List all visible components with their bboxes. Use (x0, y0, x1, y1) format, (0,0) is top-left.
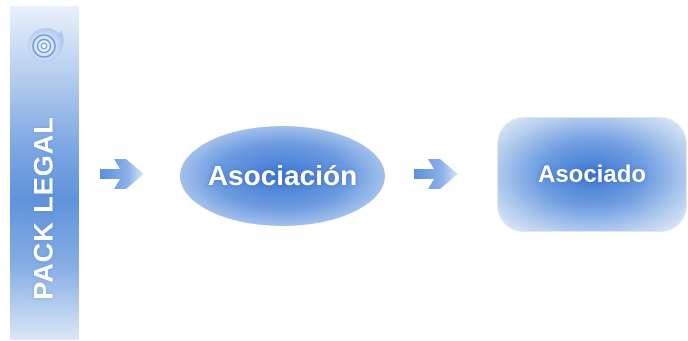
spiral-shell-icon (27, 28, 64, 62)
association-label: Asociación (207, 160, 358, 191)
banner-title: PACK LEGAL (28, 116, 59, 300)
side-banner: PACK LEGAL (10, 6, 79, 340)
associate-box: Asociado (498, 118, 686, 231)
associate-label: Asociado (537, 160, 647, 188)
chevron-arrow-right-icon (414, 159, 458, 189)
association-ellipse: Asociación (180, 126, 385, 226)
chevron-arrow-right-icon (100, 159, 144, 189)
